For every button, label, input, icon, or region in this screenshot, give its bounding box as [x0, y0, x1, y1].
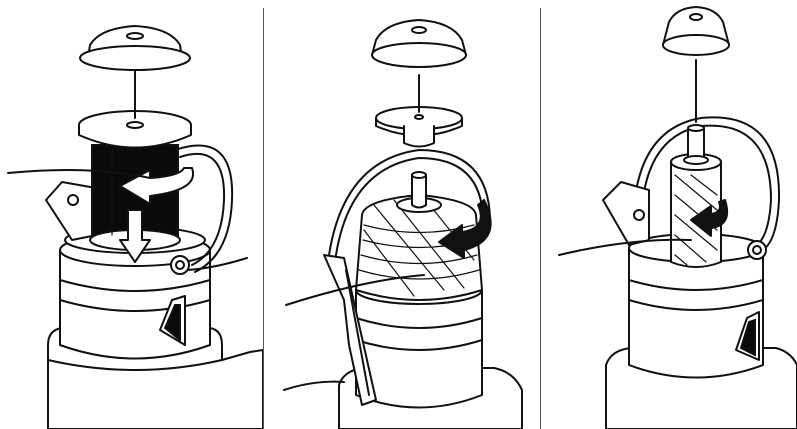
spool-cap [663, 7, 729, 55]
panel-dark-spool [0, 0, 263, 429]
spool-cap [80, 26, 190, 70]
spool-cap [372, 20, 466, 67]
panel-3-drawing [541, 0, 797, 429]
panel-1-drawing [0, 0, 263, 429]
panel-2-drawing [264, 0, 540, 429]
tube-spool [671, 125, 721, 267]
panel-small-tube-spool [541, 0, 797, 429]
panel-cone-spool [264, 0, 540, 429]
